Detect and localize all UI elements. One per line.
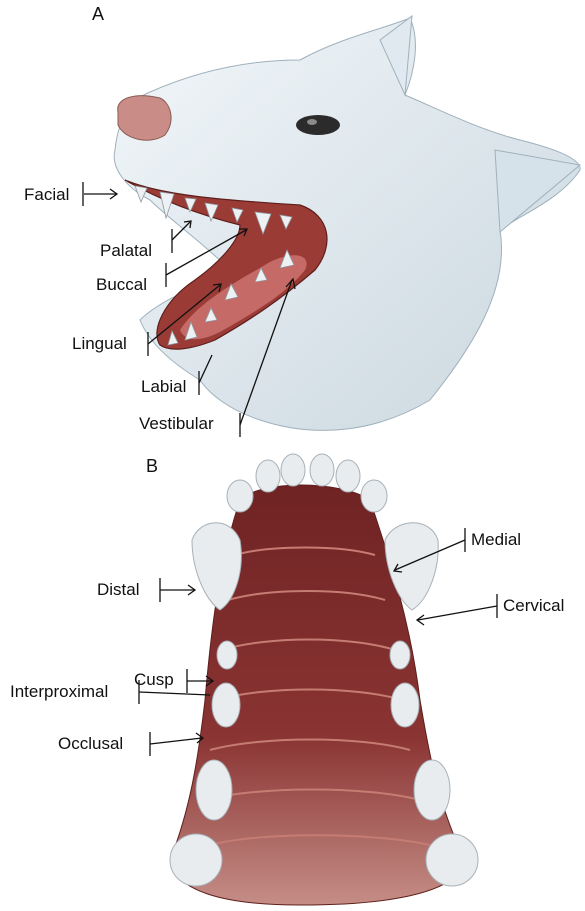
- interproximal-leader: [139, 692, 210, 695]
- label-facial: Facial: [24, 185, 69, 205]
- dog-nose: [118, 96, 171, 141]
- dog-head-fur: [114, 18, 580, 430]
- cervical-leader: [418, 606, 497, 620]
- palate-illustration: [170, 454, 478, 905]
- label-vestibular: Vestibular: [139, 414, 214, 434]
- label-cusp: Cusp: [134, 670, 174, 690]
- panel-b-letter: B: [146, 456, 158, 477]
- label-interproximal: Interproximal: [10, 682, 108, 702]
- label-distal: Distal: [97, 580, 140, 600]
- dog-ear-right: [495, 150, 580, 232]
- label-palatal: Palatal: [100, 241, 152, 261]
- label-labial: Labial: [141, 377, 186, 397]
- label-cervical: Cervical: [503, 596, 564, 616]
- label-occlusal: Occlusal: [58, 734, 123, 754]
- dog-head-illustration: [114, 16, 580, 430]
- dog-eye: [296, 115, 340, 135]
- label-buccal: Buccal: [96, 275, 147, 295]
- panel-a-letter: A: [92, 4, 104, 25]
- label-medial: Medial: [471, 530, 521, 550]
- occlusal-leader: [150, 738, 202, 744]
- label-lingual: Lingual: [72, 334, 127, 354]
